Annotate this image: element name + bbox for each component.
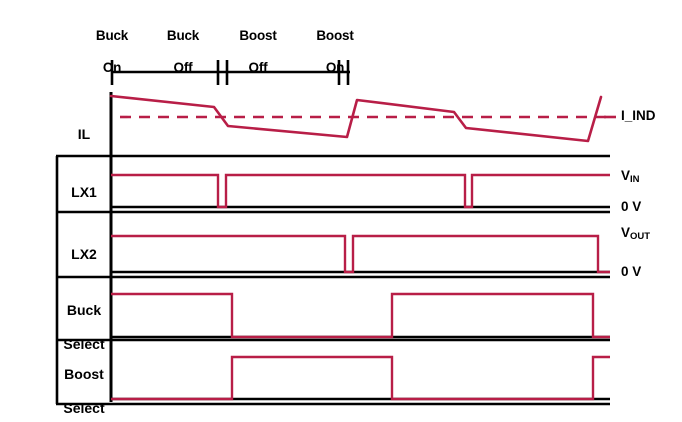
row-grid (55, 92, 610, 406)
row-label-lx1-line1: LX1 (71, 184, 97, 200)
il-current-trace (109, 94, 603, 143)
level-label-i-ind: I_IND (621, 108, 656, 123)
phase-label-boost-on: Boost On (297, 12, 373, 92)
level-label-v-out: VOUT (621, 225, 650, 242)
phase-label-boost-off: Boost Off (220, 12, 296, 92)
row-label-lx2-line1: LX2 (71, 246, 97, 262)
level-label-v-in-base: V (621, 168, 631, 183)
waveform-buck-select (110, 292, 610, 339)
lx1-trace (111, 173, 610, 209)
row-label-buck-select: Buck Select (56, 285, 112, 370)
row-label-boost-select-line1: Boost (64, 366, 104, 382)
waveform-il (109, 94, 614, 143)
level-label-v-in: VIN (621, 168, 640, 185)
waveform-lx2 (110, 234, 610, 274)
row-label-il: IL (57, 109, 111, 160)
phase-label-boost-off-line2: Off (248, 60, 268, 75)
level-label-i-ind-text: I_IND (621, 108, 656, 123)
row-label-boost-select: Boost Select (56, 349, 112, 422)
phase-label-boost-on-line1: Boost (316, 28, 354, 43)
phase-label-buck-on-line1: Buck (95, 28, 129, 43)
row-label-buck-select-line2: Select (63, 336, 105, 352)
row-label-buck-select-line1: Buck (66, 302, 102, 318)
row-label-il-line1: IL (77, 126, 91, 142)
level-label-v-out-base: V (621, 225, 631, 240)
waveform-boost-select (110, 355, 610, 401)
level-label-zero-v-bottom: 0 V (621, 264, 641, 279)
phase-label-boost-on-line2: On (325, 60, 345, 75)
phase-label-buck-off: Buck Off (148, 12, 218, 92)
phase-label-buck-off-line2: Off (173, 60, 193, 75)
phase-label-buck-on: Buck On (77, 12, 147, 92)
level-label-zero-v-top-text: 0 V (621, 199, 642, 214)
phase-label-buck-on-line2: On (102, 60, 122, 75)
buck-select-trace (111, 292, 610, 339)
level-label-v-in-sub: IN (630, 174, 640, 185)
row-label-boost-select-line2: Select (63, 400, 105, 416)
level-label-v-out-sub: OUT (630, 231, 651, 242)
waveform-lx1 (110, 173, 610, 209)
boost-select-trace (111, 355, 610, 401)
lx2-trace (111, 234, 610, 274)
phase-label-boost-off-line1: Boost (239, 28, 277, 43)
level-label-zero-v-bottom-text: 0 V (621, 264, 642, 279)
row-label-lx1: LX1 (57, 167, 111, 218)
phase-label-buck-off-line1: Buck (166, 28, 200, 43)
row-label-lx2: LX2 (57, 229, 111, 280)
phase-ruler (110, 60, 350, 85)
level-label-zero-v-top: 0 V (621, 199, 641, 214)
